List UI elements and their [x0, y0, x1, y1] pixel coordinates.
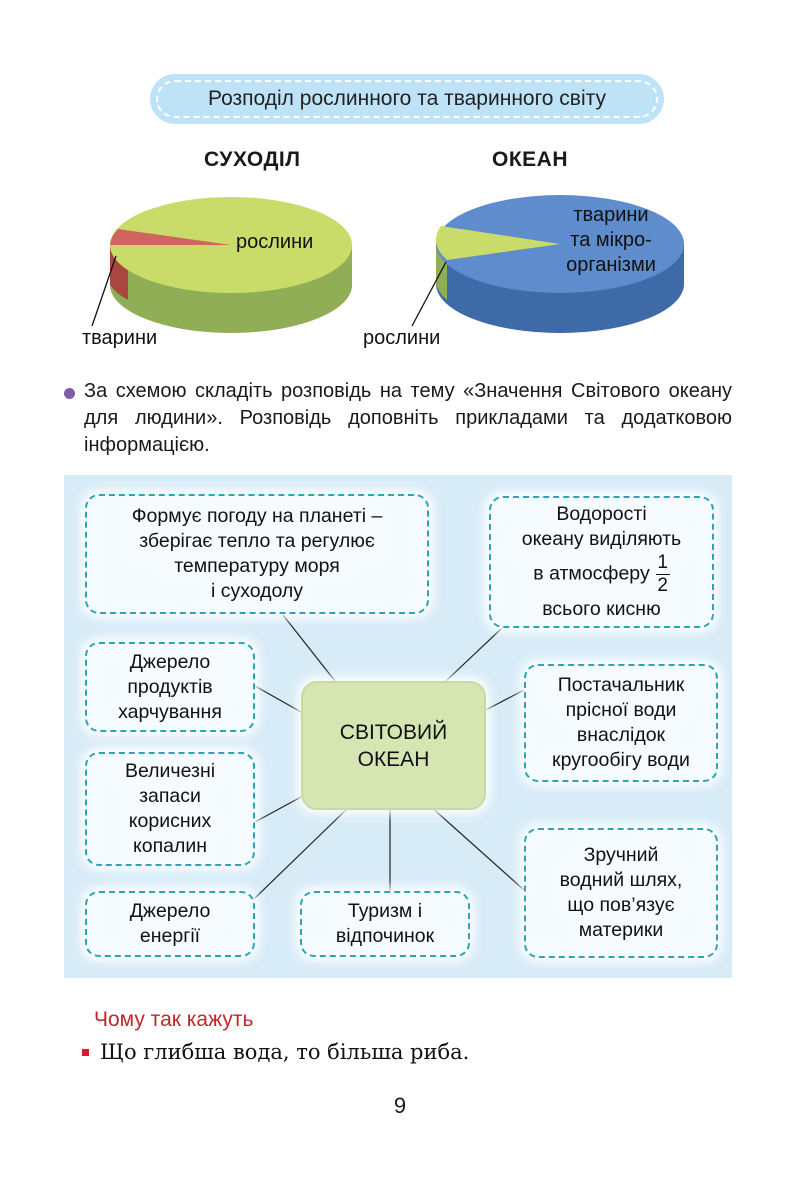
- saying-text: Що глибша вода, то більша риба.: [100, 1040, 470, 1064]
- land-chart-title: СУХОДІЛ: [204, 148, 301, 171]
- ocean-plants-slice: [435, 226, 560, 260]
- fresh-water-box: Постачальник прісної води внаслідок круг…: [524, 664, 718, 782]
- tourism-box: Туризм і відпочинок: [300, 891, 470, 957]
- minerals-box: Величезні запаси корисних копалин: [85, 752, 255, 866]
- energy-source-box: Джерело енергії: [85, 891, 255, 957]
- water-route-box: Зручний водний шлях, що пов’язує материк…: [524, 828, 718, 958]
- task-text: За схемою складіть розповідь на тему «Зн…: [84, 380, 732, 456]
- land-animals-label: тварини: [82, 327, 158, 349]
- land-pie: [110, 197, 352, 333]
- land-animals-slice: [110, 229, 231, 245]
- scheme-connectors: [254, 614, 525, 899]
- land-plants-label: рослини: [236, 231, 314, 253]
- task-bullet: [64, 388, 75, 399]
- saying-bullet: [82, 1049, 89, 1056]
- ocean-pie: [435, 195, 684, 333]
- page-number: 9: [393, 1093, 407, 1118]
- ocean-plants-label: рослини: [363, 327, 441, 349]
- saying-title: Чому так кажуть: [94, 1008, 254, 1031]
- chart-section-title: Розподіл рослинного та тваринного світу: [150, 74, 664, 124]
- weather-box: Формує погоду на планеті – зберігає тепл…: [85, 494, 429, 614]
- pie-charts: [91, 195, 684, 333]
- world-ocean-center: СВІТОВИЙ ОКЕАН: [301, 681, 486, 810]
- ocean-animals-label: тварини та мікро- організми: [566, 204, 656, 276]
- chart-section-title-text: Розподіл рослинного та тваринного світу: [208, 87, 606, 110]
- food-source-box: Джерело продуктів харчування: [85, 642, 255, 732]
- ocean-chart-title: ОКЕАН: [492, 148, 568, 171]
